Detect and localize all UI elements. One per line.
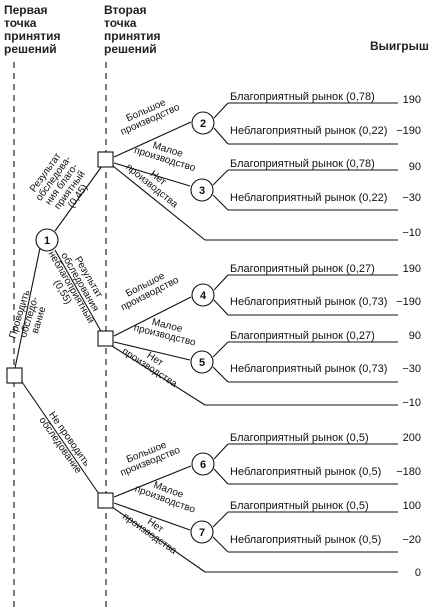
header-line: принятия (4, 29, 61, 43)
payoff-value: −180 (396, 466, 421, 478)
branch-unfavorable-result (54, 249, 103, 334)
header-line: точка (104, 16, 137, 30)
branch-small (113, 162, 191, 187)
payoff-value: −10 (402, 227, 421, 239)
action-label-small: Малое производство (133, 140, 197, 174)
outcome-label: Неблагоприятный рынок (0,22) (230, 192, 387, 204)
branch-small (113, 341, 191, 361)
branch-unfavorable-market (212, 536, 229, 553)
chance-node-6 (191, 452, 215, 476)
decision-node-favorable (97, 151, 114, 168)
branch-unfavorable-market (213, 127, 229, 145)
payoff-value: 0 (415, 567, 421, 579)
header-line: Первая (4, 3, 48, 17)
chance-node-7 (190, 520, 214, 544)
action-label-small: Малое производство (133, 480, 197, 516)
first-decision-header: Первая точка принятия решений (4, 4, 60, 56)
action-label-large: Большое производство (119, 270, 181, 313)
node-number: 2 (200, 118, 206, 130)
payoff-value: 90 (409, 330, 421, 342)
payoff-value: 190 (403, 94, 421, 106)
header-line: решений (4, 42, 57, 56)
node-number: 7 (199, 527, 205, 539)
branch-favorable-market (213, 274, 229, 291)
second-decision-header: Вторая точка принятия решений (104, 4, 160, 56)
decision-node-no-survey (97, 492, 114, 509)
payoff-value: −30 (402, 363, 421, 375)
payoff-value: −20 (402, 534, 421, 546)
payoff-value: −30 (402, 192, 421, 204)
chance-node-4 (191, 283, 215, 307)
branch-unfavorable-market (212, 366, 229, 383)
branch-unfavorable-market (212, 194, 229, 211)
payoff-value: 190 (403, 263, 421, 275)
action-label-none: Нет производства (120, 511, 179, 557)
node-number: 3 (199, 185, 205, 197)
branch-small (113, 502, 191, 531)
payoff-header: Выигрыш (370, 39, 429, 53)
branch-favorable-market (212, 169, 229, 186)
no-survey-branch-label: Не проводить обследование (36, 410, 91, 476)
outcome-label: Неблагоприятный рынок (0,5) (230, 534, 381, 546)
header-line: решений (104, 42, 157, 56)
outcome-label: Благоприятный рынок (0,78) (230, 91, 375, 103)
branch-none (111, 506, 206, 573)
branch-favorable-market (213, 102, 229, 119)
branch-favorable-market (212, 511, 229, 528)
node-number: 4 (200, 290, 207, 302)
header-line: Вторая (104, 3, 147, 17)
header-line: точка (4, 16, 37, 30)
chance-node-2 (191, 111, 215, 135)
node-number: 1 (44, 235, 50, 247)
action-label-line: производства (123, 162, 180, 211)
branch-unfavorable-market (213, 468, 229, 485)
chance-node-1 (35, 228, 59, 252)
outcome-label: Неблагоприятный рынок (0,5) (230, 466, 381, 478)
branch-survey (14, 247, 41, 369)
outcome-label: Благоприятный рынок (0,27) (230, 263, 375, 275)
outcome-label: Благоприятный рынок (0,5) (230, 500, 369, 512)
branch-no-survey (21, 381, 100, 495)
branch-large (113, 465, 192, 498)
action-label-large: Большое производство (119, 439, 182, 478)
payoff-value: 100 (403, 500, 421, 512)
decision-node-unfavorable (97, 330, 114, 347)
outcome-label: Неблагоприятный рынок (0,73) (230, 296, 387, 308)
outcome-label: Неблагоприятный рынок (0,73) (230, 363, 387, 375)
node-number: 6 (200, 459, 206, 471)
payoff-value: −190 (396, 125, 421, 137)
payoff-value: 200 (403, 432, 421, 444)
branch-favorable-result (54, 165, 103, 232)
payoff-value: 90 (409, 161, 421, 173)
branch-large (113, 121, 192, 158)
header-line: принятия (104, 29, 161, 43)
branch-favorable-market (213, 443, 229, 460)
survey-favorable-label: Результат обследова- ния благо- приятный… (28, 151, 90, 212)
outcome-label: Неблагоприятный рынок (0,22) (230, 125, 387, 137)
decision-node-root (6, 367, 23, 384)
action-label-small: Малое производство (132, 317, 197, 349)
branch-favorable-market (212, 341, 229, 358)
survey-unfavorable-label: Результат обследования неблагоприятный (… (46, 249, 105, 326)
node-number: 5 (199, 357, 205, 369)
outcome-label: Благоприятный рынок (0,5) (230, 432, 369, 444)
outcome-label: Благоприятный рынок (0,27) (230, 330, 375, 342)
outcome-label: Благоприятный рынок (0,78) (230, 158, 375, 170)
chance-node-3 (190, 178, 214, 202)
payoff-value: −190 (396, 296, 421, 308)
branch-large (113, 296, 192, 337)
branch-unfavorable-market (213, 299, 229, 316)
chance-node-5 (190, 350, 214, 374)
branch-none (112, 165, 206, 241)
payoff-value: −10 (402, 397, 421, 409)
branch-none (111, 345, 206, 406)
